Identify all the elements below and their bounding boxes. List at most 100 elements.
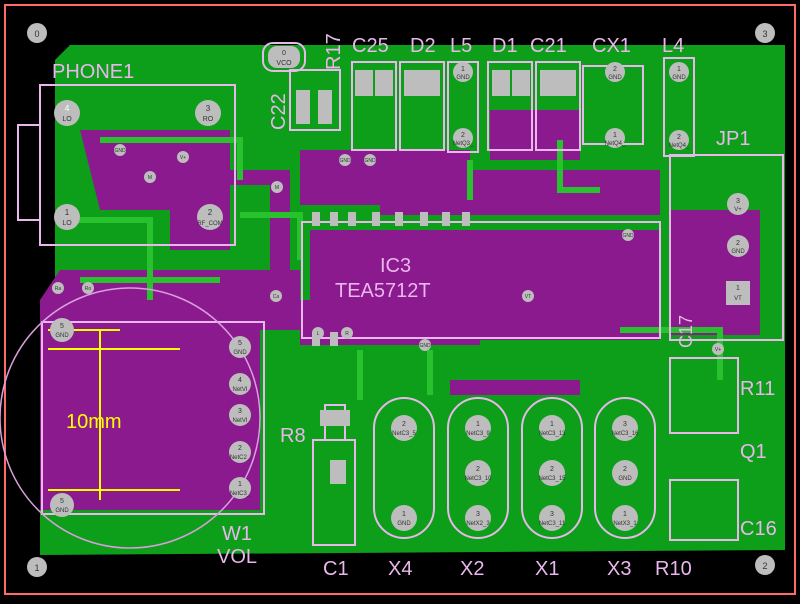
svg-text:NetVI: NetVI xyxy=(232,387,247,393)
jp1-pad-3[interactable]: 3V+ xyxy=(727,193,749,215)
svg-text:LO: LO xyxy=(62,220,72,227)
svg-text:GND: GND xyxy=(608,75,622,81)
svg-text:GND: GND xyxy=(233,350,247,356)
ref-cx1: CX1 xyxy=(592,35,631,57)
svg-text:NetC3_15: NetC3_15 xyxy=(538,476,566,482)
svg-text:NetC3_9: NetC3_9 xyxy=(466,431,490,437)
ref-jp1: JP1 xyxy=(716,128,750,150)
via-m-2: M xyxy=(271,181,283,193)
via-ro: Ro xyxy=(82,282,94,294)
svg-text:2: 2 xyxy=(461,132,465,139)
via-l: L xyxy=(312,327,324,339)
svg-text:3: 3 xyxy=(206,104,211,113)
phone-pad-2[interactable]: 2RF_COM xyxy=(197,204,223,230)
svg-text:4: 4 xyxy=(64,104,69,113)
svg-text:1: 1 xyxy=(461,66,465,73)
svg-text:M: M xyxy=(148,175,152,181)
svg-text:2: 2 xyxy=(550,466,554,473)
svg-text:NetC3_16: NetC3_16 xyxy=(611,431,639,437)
svg-text:2: 2 xyxy=(402,421,406,428)
phone-pad-4[interactable]: 4LO xyxy=(54,100,80,126)
corner-hole-br xyxy=(755,555,775,575)
svg-text:NetQ3_: NetQ3_ xyxy=(453,141,474,147)
svg-text:VT: VT xyxy=(734,296,742,302)
jp1-pad-1[interactable]: 1VT xyxy=(726,281,750,305)
svg-text:NetC3_5: NetC3_5 xyxy=(392,431,416,437)
corner-label-br: 2 xyxy=(762,561,767,571)
ref-d2: D2 xyxy=(410,35,436,57)
svg-text:5: 5 xyxy=(238,340,242,347)
ref-vol: VOL xyxy=(217,546,257,568)
svg-text:Ro: Ro xyxy=(85,286,92,292)
svg-text:0: 0 xyxy=(282,50,286,57)
svg-text:RO: RO xyxy=(203,116,214,123)
svg-text:NetX2_3: NetX2_3 xyxy=(466,521,490,527)
svg-text:4: 4 xyxy=(238,377,242,384)
ref-r17: R17 xyxy=(323,33,345,70)
svg-text:GND: GND xyxy=(731,249,745,255)
svg-text:3: 3 xyxy=(736,198,740,205)
phone-pad-3[interactable]: 3RO xyxy=(195,100,221,126)
ref-q1: Q1 xyxy=(740,441,767,463)
ref-r10: R10 xyxy=(655,558,692,580)
svg-text:1: 1 xyxy=(613,132,617,139)
svg-text:1: 1 xyxy=(736,285,740,292)
svg-text:LO: LO xyxy=(62,116,72,123)
svg-text:2: 2 xyxy=(623,466,627,473)
svg-text:NetVI: NetVI xyxy=(232,418,247,424)
corner-hole-bl xyxy=(27,557,47,577)
svg-text:1: 1 xyxy=(65,208,70,217)
svg-text:3: 3 xyxy=(623,421,627,428)
vco-pad[interactable]: 0 VCO xyxy=(268,46,300,68)
svg-text:GND: GND xyxy=(364,158,376,164)
svg-text:V+: V+ xyxy=(734,207,742,213)
vias: GND V+ M M GND VT GND L R V+ GND Ca Ro R… xyxy=(52,144,724,355)
ref-c21: C21 xyxy=(530,35,567,57)
svg-text:2: 2 xyxy=(736,240,740,247)
phone1-pads: 4LO 3RO 1LO 2RF_COM xyxy=(54,100,223,230)
ref-c25: C25 xyxy=(352,35,389,57)
svg-text:NetC3_13: NetC3_13 xyxy=(538,431,566,437)
via-gnd-1: GND xyxy=(114,144,126,156)
svg-text:RF_COM: RF_COM xyxy=(197,221,222,227)
svg-text:VT: VT xyxy=(525,294,531,300)
svg-text:Ca: Ca xyxy=(273,294,280,300)
svg-text:3: 3 xyxy=(550,511,554,518)
corner-label-tr: 3 xyxy=(762,29,767,39)
svg-text:3: 3 xyxy=(476,511,480,518)
svg-text:1: 1 xyxy=(550,421,554,428)
phone-pad-1[interactable]: 1LO xyxy=(54,204,80,230)
svg-text:V+: V+ xyxy=(715,347,721,353)
corner-label-tl: 0 xyxy=(34,29,39,39)
ref-c16: C16 xyxy=(740,518,777,540)
svg-text:GND: GND xyxy=(622,233,634,239)
